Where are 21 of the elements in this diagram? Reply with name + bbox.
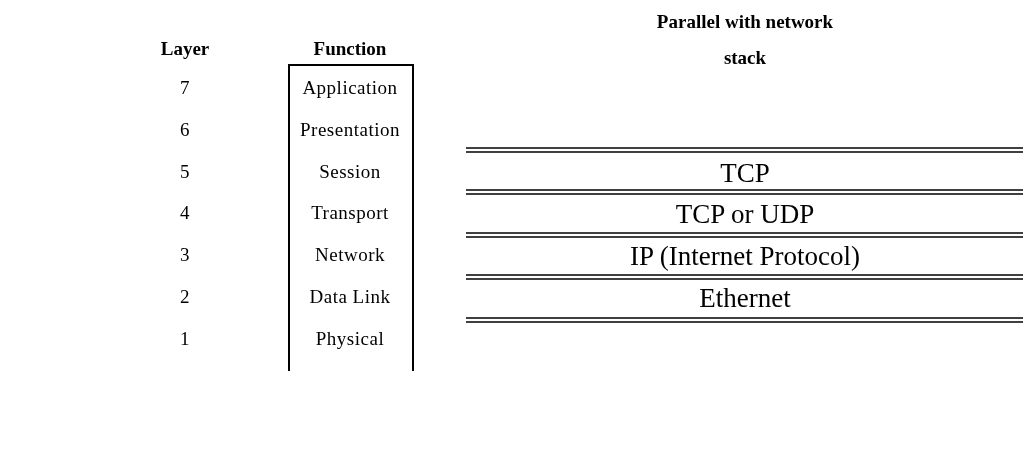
function-name: Presentation (300, 119, 400, 141)
column-header: Function (312, 37, 388, 61)
layer-number: 3 (180, 244, 190, 266)
protocol-name: Ethernet (699, 282, 791, 314)
column-header: Layer (159, 37, 211, 61)
column-header: Parallel with network stack (655, 10, 835, 70)
function-name: Session (319, 161, 381, 183)
function-name: Network (315, 244, 385, 266)
function-name: Data Link (309, 286, 391, 308)
function-name: Application (302, 77, 398, 99)
protocol-name: TCP (720, 157, 770, 189)
layer-number: 4 (180, 202, 190, 224)
layer-number: 1 (180, 328, 190, 350)
function-name: Transport (311, 202, 389, 224)
layer-number: 2 (180, 286, 190, 308)
function-name: Physical (315, 328, 385, 350)
layer-number: 6 (180, 119, 190, 141)
protocol-name: TCP or UDP (675, 198, 815, 230)
layer-number: 5 (180, 161, 190, 183)
layer-number: 7 (180, 77, 190, 99)
protocol-name: IP (Internet Protocol) (630, 240, 860, 272)
